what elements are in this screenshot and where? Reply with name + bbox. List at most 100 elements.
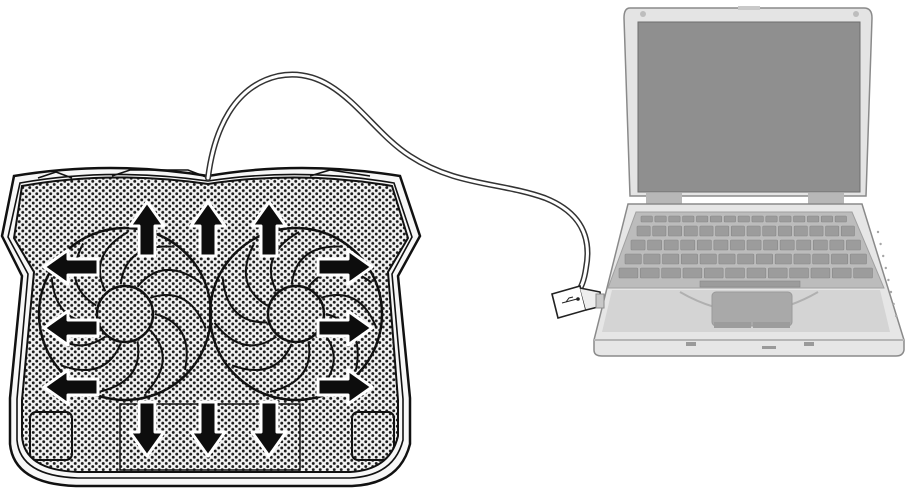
keyboard-key — [640, 215, 653, 223]
fan-blade — [119, 245, 172, 285]
keyboard-key — [699, 253, 717, 265]
keyboard-key — [774, 253, 792, 265]
keyboard-key — [793, 225, 808, 237]
laptop-port-center — [762, 346, 776, 349]
arrow-up-2-icon — [189, 200, 227, 258]
fan-blade — [320, 294, 378, 329]
fan-blade — [231, 343, 293, 371]
fan-blade — [269, 341, 311, 393]
cooling-pad-tab-mid — [111, 169, 207, 178]
vent-dot — [876, 230, 880, 234]
arrow-right-1-icon — [316, 248, 374, 286]
fan-blade — [98, 231, 129, 292]
keyboard-key — [825, 225, 840, 237]
laptop-keyboard — [618, 215, 873, 288]
laptop-side-vents — [876, 230, 898, 318]
vent-dot — [884, 266, 887, 270]
fan-blade — [269, 231, 300, 292]
keyboard-key — [636, 225, 651, 237]
keyboard-key — [779, 239, 795, 251]
vent-dot — [895, 314, 898, 318]
fan-left-hub — [95, 284, 155, 344]
laptop — [593, 6, 905, 357]
arrow-down-3-icon — [250, 400, 288, 458]
keyboard-key — [779, 215, 792, 223]
fan-blade — [213, 322, 277, 347]
keyboard-key — [746, 239, 762, 251]
arrow-up-1-icon — [128, 200, 166, 258]
vent-dot — [889, 290, 893, 294]
fan-blade — [221, 277, 268, 324]
usb-plug — [551, 285, 603, 319]
keyboard-key — [793, 253, 811, 265]
keyboard-key — [737, 253, 755, 265]
laptop-touchpad — [711, 291, 793, 327]
keyboard-key — [643, 253, 661, 265]
fan-blade — [154, 313, 188, 371]
usb-cable — [205, 71, 591, 297]
arrow-left-3-icon — [42, 368, 100, 406]
arrow-left-2-icon — [42, 309, 100, 347]
keyboard-key — [723, 215, 736, 223]
keyboard-key — [730, 239, 745, 251]
keyboard-key — [618, 267, 639, 279]
keyboard-key — [831, 253, 849, 265]
keyboard-key — [683, 225, 698, 237]
keyboard-key — [725, 267, 745, 279]
cooling-pad-tab-left — [37, 171, 73, 179]
keyboard-key — [807, 215, 820, 223]
keyboard-key — [746, 267, 767, 279]
keyboard-key — [737, 215, 750, 223]
keyboard-key — [624, 253, 642, 265]
laptop-lid-screw-left — [640, 11, 646, 17]
keyboard-key — [832, 267, 852, 279]
keyboard-key — [654, 215, 667, 223]
fan-blade — [98, 341, 140, 393]
keyboard-key — [762, 225, 777, 237]
laptop-hinge-left — [646, 193, 682, 205]
keyboard-key — [713, 239, 729, 251]
vent-dot — [882, 254, 885, 258]
keyboard-key — [853, 267, 873, 279]
arrow-left-1-icon — [42, 248, 100, 286]
keyboard-key — [680, 239, 696, 251]
keyboard-key — [640, 267, 660, 279]
keyboard-key — [668, 215, 681, 223]
keyboard-key — [663, 239, 679, 251]
keyboard-key — [763, 239, 778, 251]
keyboard-key — [768, 267, 788, 279]
keyboard-key — [730, 225, 745, 237]
keyboard-key — [682, 267, 703, 279]
keyboard-key — [846, 239, 861, 251]
keyboard-key — [699, 225, 714, 237]
laptop-lid-screw-right — [853, 11, 859, 17]
fan-blade — [74, 242, 97, 307]
fan-blade — [245, 242, 268, 307]
laptop-port-right — [804, 342, 814, 346]
keyboard-key — [696, 239, 712, 251]
keyboard-key — [810, 267, 831, 279]
keyboard-key — [840, 225, 855, 237]
laptop-screen — [637, 21, 861, 193]
vent-dot — [879, 242, 882, 246]
laptop-touchpad-button-right — [753, 322, 790, 328]
laptop-hinge-right — [808, 193, 844, 205]
keyboard-key — [751, 215, 764, 223]
fan-blade — [136, 268, 202, 288]
keyboard-key — [812, 253, 830, 265]
cooling-pad-foot-left — [29, 411, 73, 461]
airflow-arrows — [42, 200, 374, 458]
cooling-pad-tab-right — [309, 169, 371, 177]
arrow-down-2-icon — [189, 400, 227, 458]
laptop-usb-port — [595, 293, 605, 309]
fan-blade — [60, 343, 122, 371]
keyboard-key — [765, 215, 778, 223]
arrow-up-3-icon — [250, 200, 288, 258]
keyboard-key — [647, 239, 662, 251]
arrow-right-2-icon — [316, 309, 374, 347]
keyboard-key — [718, 253, 736, 265]
arrow-down-1-icon — [128, 400, 166, 458]
keyboard-key — [668, 225, 682, 237]
keyboard-key — [829, 239, 845, 251]
